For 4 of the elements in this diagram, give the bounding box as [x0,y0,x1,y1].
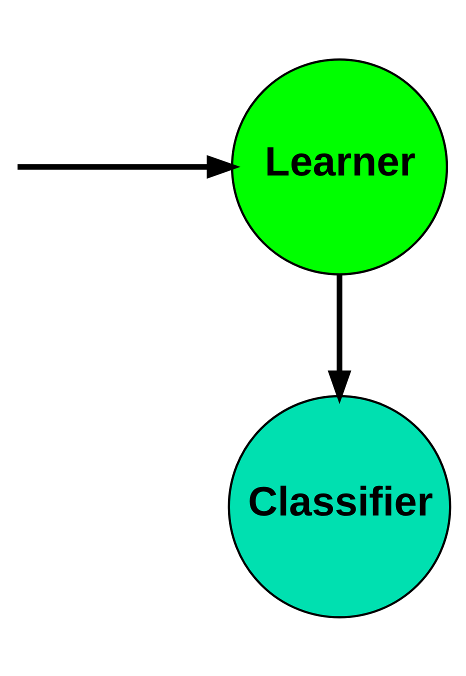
arrow [328,274,352,404]
arrow [18,154,240,178]
node-circle: Classifier [228,394,452,618]
node-circle: Learner [230,58,448,275]
